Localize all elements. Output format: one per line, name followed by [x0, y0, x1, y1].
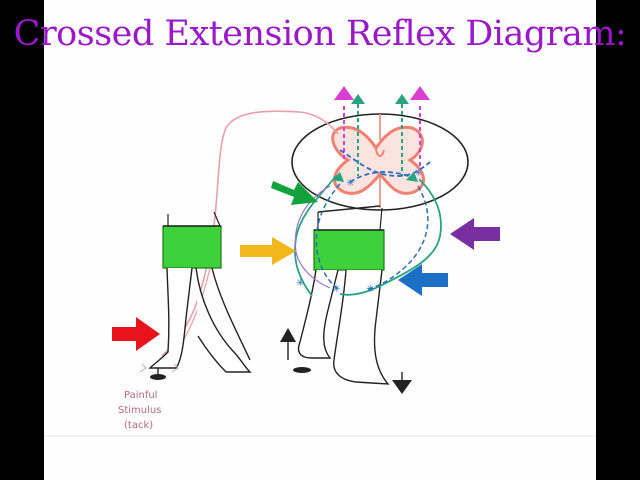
slide-title: Crossed Extension Reflex Diagram: [13, 14, 627, 54]
stimulus-caption: Painful Stimulus (tack) [118, 390, 161, 431]
tack-icon [139, 363, 179, 380]
red-arrow-icon [112, 317, 160, 351]
svg-text:✳: ✳ [366, 284, 374, 295]
green-arrow-icon [271, 181, 318, 205]
right-figure [297, 205, 390, 385]
ascending-tracts [334, 86, 430, 176]
up-arrow-icon [280, 328, 311, 373]
spinal-cord [291, 113, 469, 211]
interneurons: ✳ ✳ [332, 149, 431, 189]
stimulus-caption-line2: Stimulus [118, 405, 161, 416]
stimulus-caption-line1: Painful [124, 390, 157, 401]
svg-text:✳: ✳ [346, 178, 354, 189]
down-arrow-icon [392, 372, 412, 394]
purple-arrow-icon [450, 218, 500, 250]
svg-text:✳: ✳ [296, 278, 304, 289]
stimulus-caption-line3: (tack) [124, 420, 153, 431]
svg-text:✳: ✳ [414, 168, 422, 179]
blue-arrow-icon [398, 264, 448, 296]
svg-text:✳: ✳ [332, 284, 340, 295]
yellow-arrow-icon [240, 237, 296, 265]
left-figure [148, 211, 252, 373]
